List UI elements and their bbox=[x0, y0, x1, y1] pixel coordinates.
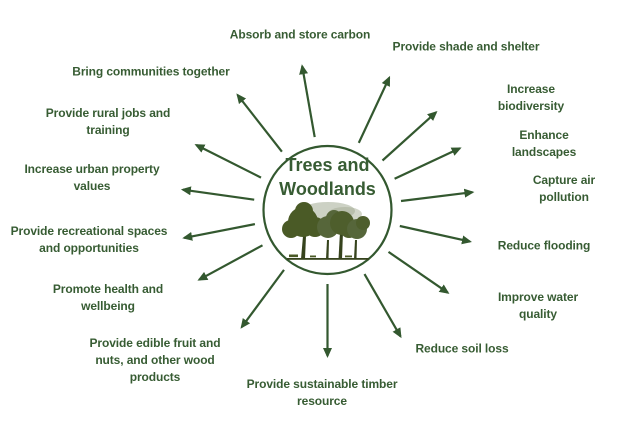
trees-illustration-icon bbox=[282, 202, 370, 260]
arrow-reduce-soil-loss bbox=[363, 273, 402, 339]
arrow-provide-recreational-spaces-and-opportunities bbox=[182, 223, 256, 241]
arrow-capture-air-pollution bbox=[400, 188, 475, 203]
benefit-label-provide-recreational-spaces-and-opportunities: Provide recreational spaces and opportun… bbox=[10, 224, 168, 255]
benefit-label-absorb-and-store-carbon: Absorb and store carbon bbox=[229, 27, 371, 42]
hub-label: Trees and Woodlands bbox=[279, 155, 376, 199]
arrow-provide-edible-fruit-nuts-wood-products bbox=[240, 269, 285, 329]
benefit-label-provide-edible-fruit-nuts-wood-products: Provide edible fruit and nuts, and other… bbox=[89, 335, 221, 384]
arrow-provide-shade-and-shelter bbox=[357, 75, 391, 144]
benefit-label-reduce-flooding: Reduce flooding bbox=[497, 238, 591, 253]
benefit-label-provide-sustainable-timber-resource: Provide sustainable timber resource bbox=[246, 377, 398, 408]
arrow-absorb-and-store-carbon bbox=[299, 64, 316, 138]
arrow-promote-health-and-wellbeing bbox=[197, 244, 264, 281]
arrow-bring-communities-together bbox=[236, 93, 283, 153]
benefit-label-provide-shade-and-shelter: Provide shade and shelter bbox=[392, 39, 540, 54]
benefit-label-enhance-landscapes: Enhance landscapes bbox=[511, 128, 577, 159]
arrow-reduce-flooding bbox=[399, 224, 472, 245]
benefit-label-reduce-soil-loss: Reduce soil loss bbox=[415, 341, 509, 356]
arrow-increase-urban-property-values bbox=[180, 186, 255, 201]
benefit-label-bring-communities-together: Bring communities together bbox=[72, 64, 230, 79]
benefit-label-increase-biodiversity: Increase biodiversity bbox=[497, 82, 565, 113]
benefit-label-improve-water-quality: Improve water quality bbox=[497, 290, 579, 321]
arrow-improve-water-quality bbox=[387, 250, 450, 294]
benefit-label-capture-air-pollution: Capture air pollution bbox=[532, 173, 596, 204]
arrow-provide-rural-jobs-and-training bbox=[194, 144, 262, 179]
arrow-enhance-landscapes bbox=[394, 147, 462, 180]
benefit-label-promote-health-and-wellbeing: Promote health and wellbeing bbox=[52, 282, 164, 313]
benefit-label-provide-rural-jobs-and-training: Provide rural jobs and training bbox=[45, 106, 171, 137]
arrow-increase-biodiversity bbox=[381, 110, 438, 162]
benefit-label-increase-urban-property-values: Increase urban property values bbox=[24, 162, 160, 193]
